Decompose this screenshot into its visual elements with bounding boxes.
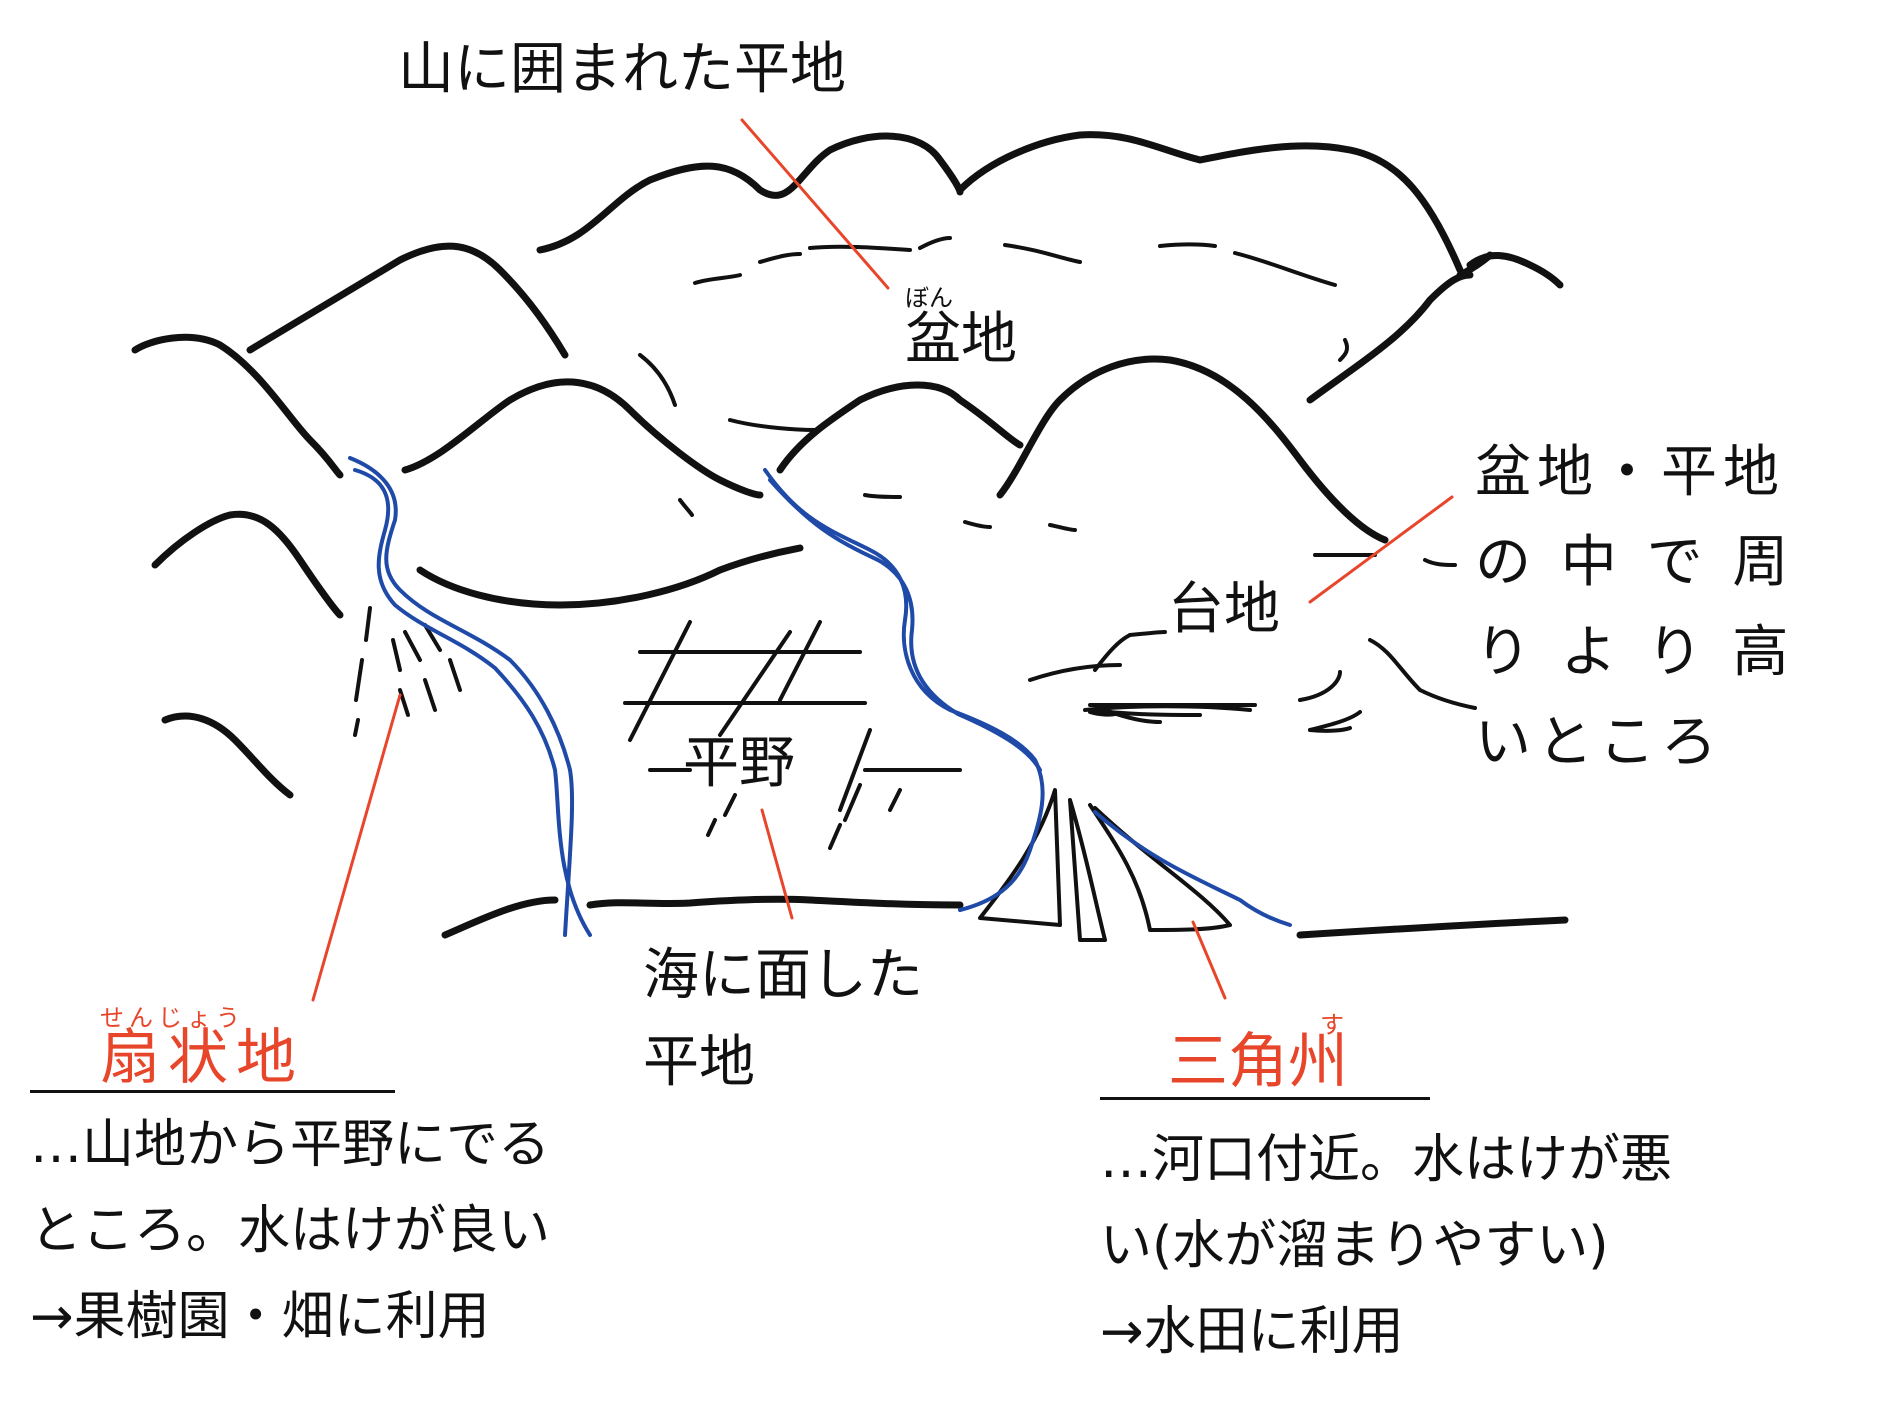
basin-top-label: 山に囲まれた平地 [398, 37, 846, 102]
delta-ruby: す [1320, 1011, 1344, 1039]
coastal-plain-label-2: 平地 [643, 1030, 755, 1095]
pointer-lines [311, 118, 1454, 1002]
second-mountain-ridge [246, 242, 1474, 404]
third-mountain-ridge [131, 333, 1389, 544]
delta-desc-3: →水田に利用 [1100, 1302, 1404, 1362]
plateau-label: 台地 [1168, 577, 1280, 642]
fan-desc-3: →果樹園・畑に利用 [30, 1287, 490, 1347]
fan-underline [30, 1090, 395, 1093]
shoreline [586, 895, 1569, 939]
delta-underline [1100, 1097, 1430, 1100]
basin-ruby: ぼん [905, 284, 953, 312]
delta-shape [978, 788, 1232, 942]
coastal-plain-label-1: 海に面した [643, 943, 923, 1008]
fan-desc-1: …山地から平野にでる [30, 1115, 551, 1175]
front-left-hills [151, 510, 804, 939]
plain-label: 平野 [683, 731, 795, 796]
fan-label: 扇状地 [100, 1023, 304, 1093]
plateau-desc-line: の 中 で 周 [1475, 530, 1795, 595]
delta-desc-2: い(水が溜まりやすい) [1100, 1216, 1609, 1276]
plateau-description: 盆地・平地 の 中 で 周 り よ り 高 いところ [1475, 428, 1794, 788]
plateau-desc-line: 盆地・平地 [1475, 440, 1785, 505]
rivers [348, 456, 1292, 937]
alluvial-fan-dashes [353, 606, 462, 737]
plain-field-lines [623, 620, 962, 850]
basin-label: 盆地 [905, 307, 1017, 372]
delta-desc-1: …河口付近。水はけが悪 [1100, 1130, 1673, 1190]
plateau-desc-line: いところ [1475, 710, 1723, 775]
fan-desc-2: ところ。水はけが良い [30, 1201, 551, 1261]
fan-ruby: せんじょう [100, 1004, 245, 1032]
delta-label: 三角州 [1168, 1027, 1348, 1097]
contour-dashes [638, 236, 1477, 733]
plateau-desc-line: り よ り 高 [1475, 620, 1795, 685]
back-mountain-ridge [536, 131, 1564, 289]
